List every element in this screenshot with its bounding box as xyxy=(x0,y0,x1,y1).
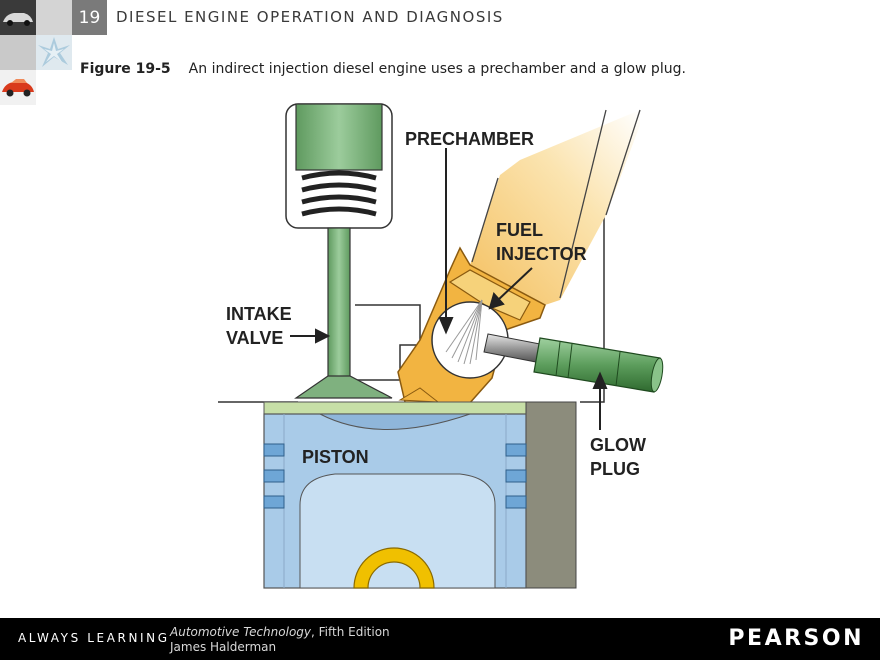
book-edition: , Fifth Edition xyxy=(311,625,390,639)
pearson-logo: PEARSON xyxy=(728,626,864,651)
head-port-outline xyxy=(355,304,421,381)
valve-lifter xyxy=(295,103,383,171)
chapter-number-badge: 19 xyxy=(72,0,107,35)
label-injector: INJECTOR xyxy=(496,244,587,264)
injector-outline-2 xyxy=(605,109,641,216)
piston-skirt-inner xyxy=(299,473,496,589)
injector-outline xyxy=(471,109,607,299)
figure-caption-text: An indirect injection diesel engine uses… xyxy=(188,61,686,77)
car-thumbnail-red xyxy=(0,70,36,105)
chapter-title: DIESEL ENGINE OPERATION AND DIAGNOSIS xyxy=(116,8,504,26)
label-plug: PLUG xyxy=(590,459,640,479)
fuel-injector-body xyxy=(470,110,640,305)
crystal-thumbnail xyxy=(36,35,72,70)
cylinder-wall xyxy=(525,401,577,589)
intake-valve-head xyxy=(294,375,393,399)
label-glow: GLOW xyxy=(590,435,646,455)
footer-bar: ALWAYS LEARNING Automotive Technology, F… xyxy=(0,618,880,660)
label-piston: PISTON xyxy=(302,447,369,467)
figure-caption: Figure 19-5 An indirect injection diesel … xyxy=(80,61,686,77)
valve-spring-icon xyxy=(301,170,377,217)
fuel-spray-icon xyxy=(445,299,483,365)
book-author: James Halderman xyxy=(170,640,277,654)
piston-ring-icon xyxy=(263,443,527,509)
intake-valve-stem xyxy=(327,227,351,379)
car-thumbnail-silver xyxy=(0,0,36,35)
figure-number: Figure 19-5 xyxy=(80,61,171,77)
injector-nozzle xyxy=(448,269,531,321)
glow-plug-icon xyxy=(483,333,664,393)
label-prechamber: PRECHAMBER xyxy=(405,129,534,149)
label-arrows xyxy=(290,148,608,430)
indirect-injection-diagram: PRECHAMBER FUEL INJECTOR INTAKE VALVE PI… xyxy=(218,103,664,589)
grey-thumbnail xyxy=(0,35,36,70)
piston-bowl xyxy=(319,413,471,430)
book-title: Automotive Technology xyxy=(170,625,312,639)
prechamber-throat xyxy=(398,387,440,403)
label-valve: VALVE xyxy=(226,328,283,348)
head-gasket-strip xyxy=(263,401,527,415)
book-credit: Automotive Technology, Fifth Edition Jam… xyxy=(170,625,390,655)
label-fuel: FUEL xyxy=(496,220,543,240)
wrist-pin-icon xyxy=(353,547,435,589)
header-grey-block xyxy=(36,0,72,35)
footer-tagline: ALWAYS LEARNING xyxy=(18,631,170,645)
label-intake: INTAKE xyxy=(226,304,292,324)
